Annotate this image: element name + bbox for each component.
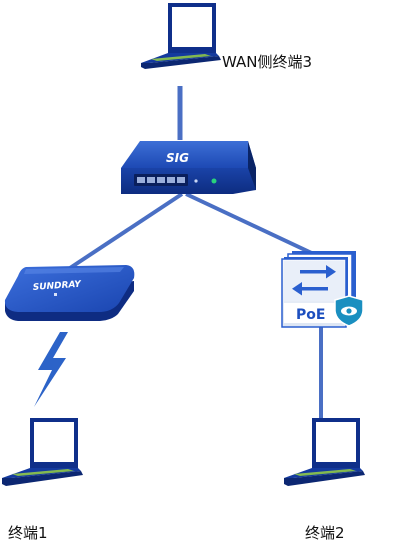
eye-shield-icon — [334, 295, 364, 327]
links — [68, 86, 323, 420]
lightning-icon — [34, 332, 68, 407]
terminal-1-node: 终端1 — [2, 418, 83, 542]
poe-switch-brand: PoE — [296, 307, 325, 323]
status-led — [194, 179, 198, 183]
switch-arrows-icon — [292, 265, 336, 296]
access-point-icon — [4, 265, 135, 321]
laptop-icon — [2, 418, 83, 486]
poe-switch-node: PoE — [281, 251, 364, 328]
terminal-1-label: 终端1 — [8, 524, 48, 542]
laptop-icon — [141, 3, 221, 69]
sig-device-brand: SIG — [166, 151, 189, 165]
sundray-ap-node: SUNDRAY — [4, 265, 135, 321]
terminal-2-label: 终端2 — [305, 524, 345, 542]
power-led — [211, 178, 217, 184]
link-sig-to-sundray — [68, 192, 184, 270]
wan-terminal-label: WAN侧终端3 — [222, 53, 312, 71]
gateway-device-icon — [121, 141, 256, 194]
link-sig-to-poe-switch — [185, 192, 319, 258]
ethernet-ports — [134, 174, 188, 186]
wan-terminal-node: WAN侧终端3 — [141, 3, 312, 71]
sundray-ap-brand: SUNDRAY — [33, 280, 83, 293]
wireless-link — [34, 332, 68, 407]
terminal-2-node: 终端2 — [284, 418, 365, 542]
sig-device-node: SIG — [121, 141, 256, 194]
laptop-icon — [284, 418, 365, 486]
